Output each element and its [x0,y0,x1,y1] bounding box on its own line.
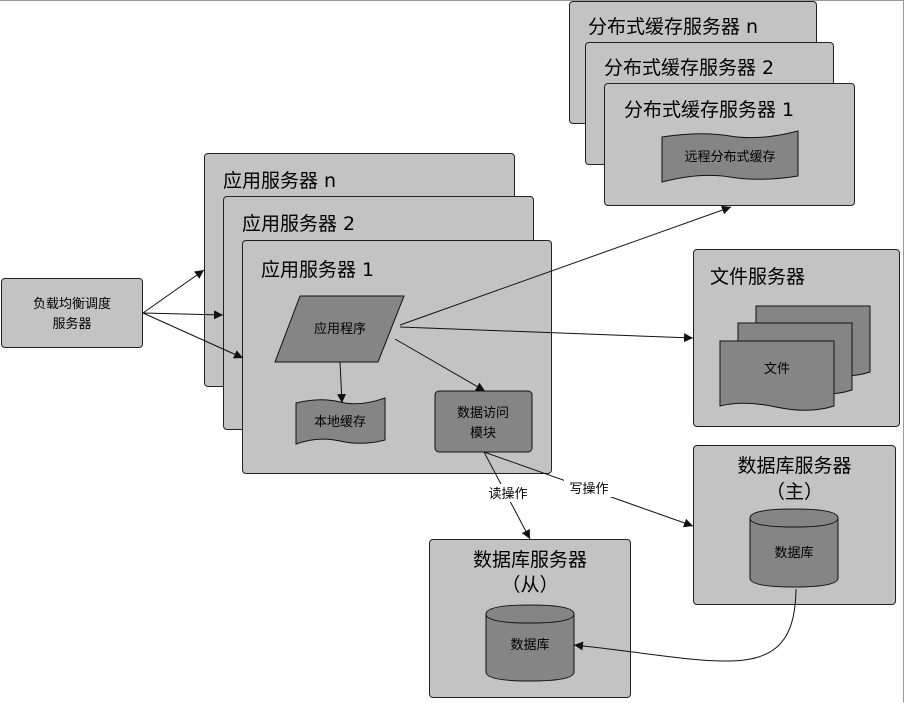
app-server-n-title: 应用服务器 n [223,170,337,192]
data-access-module-shape [434,390,533,453]
edge-lb-to-app-2 [142,310,224,320]
db-slave-title: 数据库服务器 [472,549,587,571]
remote-cache-label: 远程分布式缓存 [684,150,775,165]
db-slave-subtitle: （从） [501,574,559,596]
db-slave-label: 数据库 [510,637,549,653]
remote-cache-shape [661,130,799,183]
app-program-label: 应用程序 [314,321,366,337]
read-operation-label: 读操作 [488,486,527,502]
local-cache-label: 本地缓存 [314,415,366,430]
edge-app-to-local-cache [337,361,347,404]
file-label: 文件 [764,362,790,377]
edge-lb-to-app-1 [142,312,244,359]
app-server-1-title: 应用服务器 1 [261,259,375,281]
app-server-2-title: 应用服务器 2 [242,213,356,235]
write-operation-label: 写操作 [569,481,608,497]
load-balancer-label-line1: 负载均衡调度 [32,297,111,312]
file-server-title: 文件服务器 [710,266,806,288]
cache-server-2-title: 分布式缓存服务器 2 [604,57,775,79]
app-program-shape [274,295,405,363]
db-master-subtitle: （主） [765,481,823,503]
edge-app-to-data-access [394,338,486,392]
load-balancer-label-line2: 服务器 [52,317,92,332]
edge-lb-to-app-n [142,269,205,314]
edge-replication-master-to-slave [573,588,797,662]
db-master-cylinder [749,508,839,588]
local-cache-shape [295,397,386,445]
data-access-module-label-2: 模块 [470,426,496,441]
edge-app-to-remote-cache [399,205,732,326]
cache-server-1: 分布式缓存服务器 1 [604,83,855,206]
cache-server-n-title: 分布式缓存服务器 n [588,16,759,38]
load-balancer-node: 负载均衡调度 服务器 [1,278,143,348]
edge-app-to-file-server [399,326,694,343]
file-shape-front [719,340,835,411]
db-slave-cylinder [485,604,575,682]
db-master-title: 数据库服务器 [737,455,852,477]
cache-server-1-title: 分布式缓存服务器 1 [624,99,795,121]
db-master-label: 数据库 [774,545,813,561]
data-access-module-label-1: 数据访问 [457,406,509,421]
